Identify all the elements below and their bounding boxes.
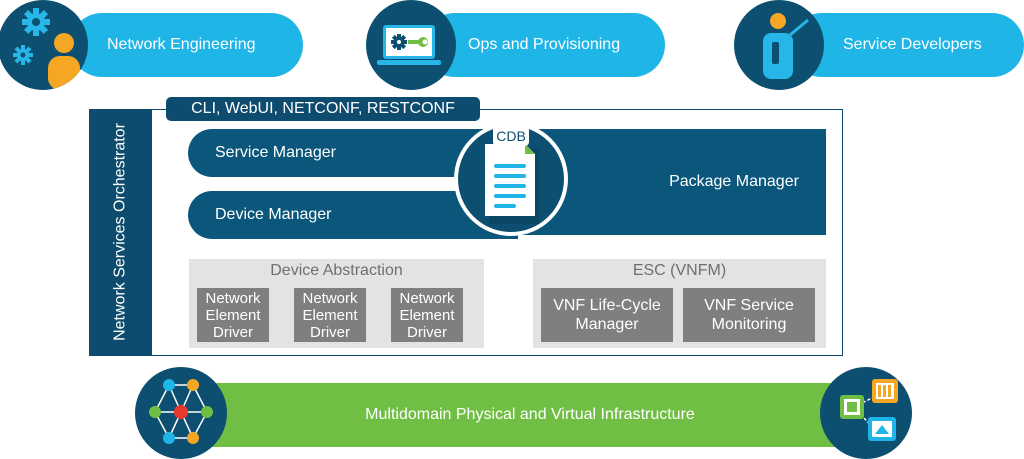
service-developers-pill: Service Developers <box>790 13 1024 77</box>
nso-label: Network Services Orchestrator <box>111 123 129 341</box>
esc-vnfm-title: ESC (VNFM) <box>632 262 727 279</box>
service-manager-label: Service Manager <box>215 144 336 161</box>
ops-provisioning-pill: Ops and Provisioning <box>423 13 665 77</box>
northbound-api-tab: CLI, WebUI, NETCONF, RESTCONF <box>166 97 480 121</box>
infrastructure-bar: Multidomain Physical and Virtual Infrast… <box>185 383 875 447</box>
network-mesh-icon <box>135 367 227 459</box>
infrastructure-label: Multidomain Physical and Virtual Infrast… <box>365 406 695 423</box>
device-manager-label: Device Manager <box>215 206 332 223</box>
package-manager-label: Package Manager <box>669 173 799 190</box>
persona-label: Service Developers <box>843 36 982 53</box>
network-element-driver: Network Element Driver <box>294 288 366 342</box>
persona-label: Network Engineering <box>107 36 256 53</box>
vnf-lifecycle-manager: VNF Life-Cycle Manager <box>541 288 673 342</box>
esc-vnfm-panel: ESC (VNFM) VNF Life-Cycle Manager VNF Se… <box>533 259 826 348</box>
engineer-gears-icon <box>0 0 88 90</box>
network-element-driver: Network Element Driver <box>197 288 269 342</box>
device-abstraction-panel: Device Abstraction Network Element Drive… <box>189 259 484 348</box>
virtual-devices-icon <box>820 367 912 459</box>
nso-sidebar <box>89 109 152 356</box>
network-element-driver: Network Element Driver <box>391 288 463 342</box>
cdb-label: CDB <box>493 126 529 146</box>
persona-label: Ops and Provisioning <box>468 36 621 53</box>
laptop-gear-wrench-icon <box>366 0 456 90</box>
network-engineering-pill: Network Engineering <box>70 13 303 77</box>
cdb-database: CDB <box>452 120 570 238</box>
vnf-service-monitoring: VNF Service Monitoring <box>683 288 815 342</box>
device-abstraction-title: Device Abstraction <box>270 262 403 279</box>
presenter-icon <box>734 0 824 90</box>
